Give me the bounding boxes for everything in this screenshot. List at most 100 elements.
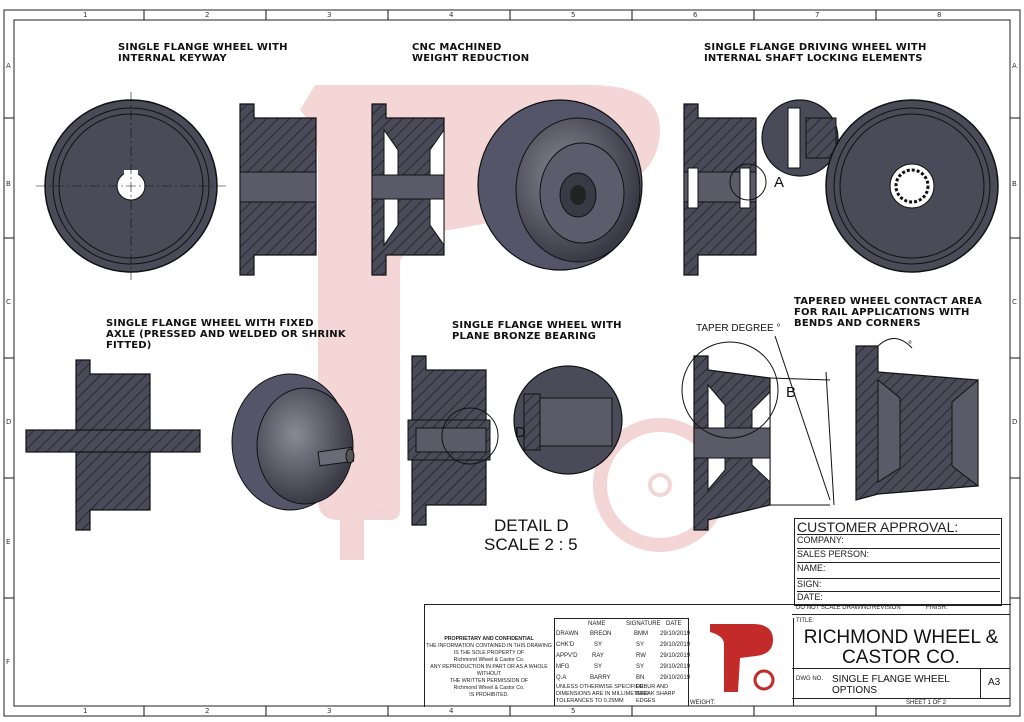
- row-label: D: [6, 418, 12, 426]
- company-field[interactable]: COMPANY:: [797, 534, 1000, 545]
- table-row-name: BREON: [590, 631, 612, 637]
- table-row-role: MFG: [556, 664, 570, 670]
- row-label: C: [1012, 298, 1017, 306]
- col-label: 5: [571, 11, 576, 19]
- table-header-date: DATE: [666, 621, 682, 627]
- label-cnc: CNC MACHINED WEIGHT REDUCTION: [412, 42, 530, 64]
- weight-label: WEIGHT:: [690, 700, 715, 706]
- table-row-name: RAY: [592, 653, 604, 659]
- cnc-section-view: [371, 103, 445, 276]
- keyway-section-view: [239, 103, 317, 276]
- name-field[interactable]: NAME:: [797, 562, 1000, 573]
- table-row-sig: SY: [636, 664, 645, 670]
- label-keyway: SINGLE FLANGE WHEEL WITH INTERNAL KEYWAY: [118, 42, 288, 64]
- col-label: 3: [327, 11, 332, 19]
- table-row-role: Q.A: [556, 675, 567, 681]
- company-name: RICHMOND WHEEL & CASTOR CO.: [792, 628, 1010, 668]
- table-row-date: 29/10/2019: [660, 675, 691, 681]
- label-bronze: SINGLE FLANGE WHEEL WITH PLANE BRONZE BE…: [452, 320, 622, 342]
- col-label: 2: [205, 11, 210, 19]
- dwg-no-label: DWG NO.: [796, 676, 823, 682]
- company-logo: [710, 624, 775, 692]
- detail-a-label: A: [774, 174, 785, 191]
- revision-label: REVISION: [872, 605, 901, 611]
- customer-approval-title: CUSTOMER APPROVAL:: [797, 519, 959, 535]
- row-label: E: [6, 538, 11, 546]
- detail-a-zoom: [761, 99, 839, 177]
- row-label: A: [1012, 62, 1017, 70]
- table-row-date: 29/10/2019: [660, 631, 691, 637]
- taper-degree-label: TAPER DEGREE °: [696, 323, 781, 334]
- detail-d-zoom: [513, 365, 623, 475]
- title-label: TITLE:: [796, 618, 815, 624]
- table-row-role: CHK'D: [556, 642, 575, 648]
- row-label: D: [1012, 418, 1018, 426]
- row-label: F: [6, 658, 11, 666]
- col-label: 8: [937, 11, 942, 19]
- tb-divider: [980, 668, 981, 698]
- detail-b-label: B: [786, 384, 797, 401]
- table-row-date: 29/10/2019: [660, 664, 691, 670]
- detail-scale: SCALE 2 : 5: [484, 535, 578, 554]
- table-row-role: APPV'D: [556, 653, 578, 659]
- driving-front-view: [825, 99, 999, 273]
- drawing-title-line1: SINGLE FLANGE WHEEL: [832, 674, 950, 685]
- tb-divider: [554, 618, 689, 706]
- table-row-name: SY: [594, 642, 603, 648]
- deburr-note: DEBUR AND BREAK SHARP EDGES: [636, 684, 676, 704]
- company-name-line1: RICHMOND WHEEL &: [803, 627, 999, 648]
- finish-label: FINISH:: [926, 605, 948, 611]
- drawing-title-line2: OPTIONS: [832, 685, 878, 696]
- table-row-date: 29/10/2019: [660, 653, 691, 659]
- sign-field[interactable]: SIGN:: [797, 578, 1000, 589]
- sheet-size: A3: [988, 677, 1001, 688]
- label-axle: SINGLE FLANGE WHEEL WITH FIXED AXLE (PRE…: [106, 318, 346, 351]
- table-header-name: NAME: [588, 621, 606, 627]
- table-row-sig: SY: [636, 642, 645, 648]
- proprietary-note: PROPRIETARY AND CONFIDENTIAL THE INFORMA…: [426, 636, 552, 698]
- keyway-front-view: [36, 92, 226, 280]
- table-row-sig: BMM: [634, 631, 648, 637]
- axle-3d-view: [231, 373, 355, 511]
- table-row-sig: BN: [636, 675, 645, 681]
- col-label: 2: [205, 707, 210, 715]
- table-row-name: SY: [594, 664, 603, 670]
- tb-divider: [792, 604, 1010, 615]
- col-label: 1: [83, 11, 88, 19]
- driving-section-view: [683, 103, 767, 276]
- bronze-section-view: [407, 355, 499, 526]
- row-label: B: [1012, 180, 1017, 188]
- table-header-signature: SIGNATURE: [626, 621, 661, 627]
- tapered-section-view: [681, 335, 835, 531]
- detail-d-label: D: [515, 424, 526, 441]
- col-label: 6: [693, 11, 698, 19]
- tapered-zoom-view: [855, 338, 979, 501]
- no-scale-note: DO NOT SCALE DRAWING: [796, 605, 872, 611]
- col-label: 4: [449, 707, 454, 715]
- sales-person-field[interactable]: SALES PERSON:: [797, 548, 1000, 559]
- row-label: A: [6, 62, 11, 70]
- row-label: C: [6, 298, 11, 306]
- degree-mark: °: [908, 340, 912, 351]
- tb-divider: [792, 698, 1010, 699]
- drawing-title: SINGLE FLANGE WHEEL OPTIONS: [832, 674, 950, 696]
- date-field[interactable]: DATE:: [797, 591, 1000, 602]
- cnc-3d-view: [477, 99, 643, 271]
- customer-approval-box: CUSTOMER APPROVAL:: [794, 518, 1002, 606]
- title-block: [424, 604, 1011, 707]
- label-driving: SINGLE FLANGE DRIVING WHEEL WITH INTERNA…: [704, 42, 927, 64]
- col-label: 5: [571, 707, 576, 715]
- detail-title: DETAIL D: [494, 516, 569, 535]
- row-label: B: [6, 180, 11, 188]
- label-tapered: TAPERED WHEEL CONTACT AREA FOR RAIL APPL…: [794, 296, 983, 329]
- col-label: 1: [83, 707, 88, 715]
- table-row-date: 29/10/2019: [660, 642, 691, 648]
- table-row-role: DRAWN: [556, 631, 579, 637]
- col-label: 3: [327, 707, 332, 715]
- col-label: 7: [815, 11, 820, 19]
- tb-divider: [688, 618, 794, 706]
- sheet-number: SHEET 1 OF 2: [906, 700, 946, 706]
- tolerance-note: UNLESS OTHERWISE SPECIFIED: DIMENSIONS A…: [556, 684, 649, 704]
- axle-section-view: [25, 359, 201, 531]
